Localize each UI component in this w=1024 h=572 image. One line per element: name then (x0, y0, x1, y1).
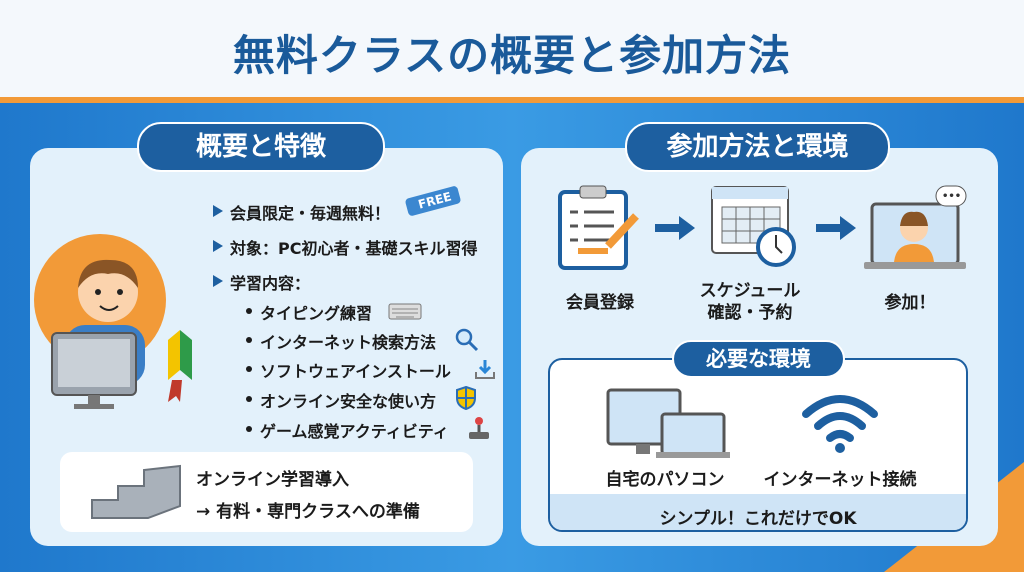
environment-heading: 必要な環境 (672, 340, 845, 378)
step-reserve: 確認・予約 (707, 303, 793, 323)
dot-icon (246, 366, 252, 372)
dot-icon (246, 396, 252, 402)
env-internet: インターネット接続 (763, 470, 917, 490)
stairs-icon (91, 464, 181, 519)
beginner-mark-icon (168, 330, 192, 402)
shield-icon (456, 386, 476, 410)
wifi-icon (802, 395, 878, 453)
arrow-right-icon (655, 216, 695, 240)
online-lesson-icon: ••• (864, 185, 967, 269)
footer-line-1: オンライン学習導入 (196, 470, 349, 490)
step-register: 会員登録 (566, 293, 634, 313)
bullet-icon (213, 205, 223, 217)
bullet-target: 対象：PC初心者・基礎スキル習得 (230, 239, 478, 258)
step-schedule: スケジュール (699, 281, 801, 301)
dot-icon (246, 426, 252, 432)
download-icon (475, 360, 495, 379)
page-title: 無料クラスの概要と参加方法 (232, 31, 792, 80)
content-safety: オンライン安全な使い方 (260, 392, 437, 411)
content-game: ゲーム感覚アクティビティ (260, 422, 449, 441)
header-band (0, 0, 1024, 97)
join-heading: 参加方法と環境 (625, 122, 890, 172)
keyboard-icon (388, 303, 422, 320)
dot-icon (246, 337, 252, 343)
calendar-clock-icon (711, 186, 796, 267)
content-search: インターネット検索方法 (260, 333, 437, 352)
content-install: ソフトウェアインストール (260, 362, 451, 381)
magnifier-icon (455, 328, 479, 352)
bullet-members-only: 会員限定・毎週無料！ (230, 204, 391, 223)
overview-heading: 概要と特徴 (137, 122, 385, 172)
beginner-boy-illustration (34, 234, 192, 409)
bullet-icon (213, 240, 223, 252)
bullet-icon (213, 275, 223, 287)
joystick-icon (469, 417, 489, 439)
svg-text:•••: ••• (942, 191, 961, 202)
environment-footer: シンプル！これだけでOK (659, 509, 857, 529)
computer-icon (606, 388, 730, 458)
env-home-pc: 自宅のパソコン (605, 470, 725, 490)
step-join: 参加！ (884, 293, 936, 313)
accent-line (0, 97, 1024, 103)
dot-icon (246, 308, 252, 314)
arrow-right-icon (816, 216, 856, 240)
clipboard-icon (558, 185, 639, 270)
bullet-contents: 学習内容： (230, 274, 311, 293)
footer-line-2: → 有料・専門クラスへの準備 (196, 502, 420, 522)
monitor-icon (51, 332, 137, 409)
content-typing: タイピング練習 (260, 304, 373, 323)
